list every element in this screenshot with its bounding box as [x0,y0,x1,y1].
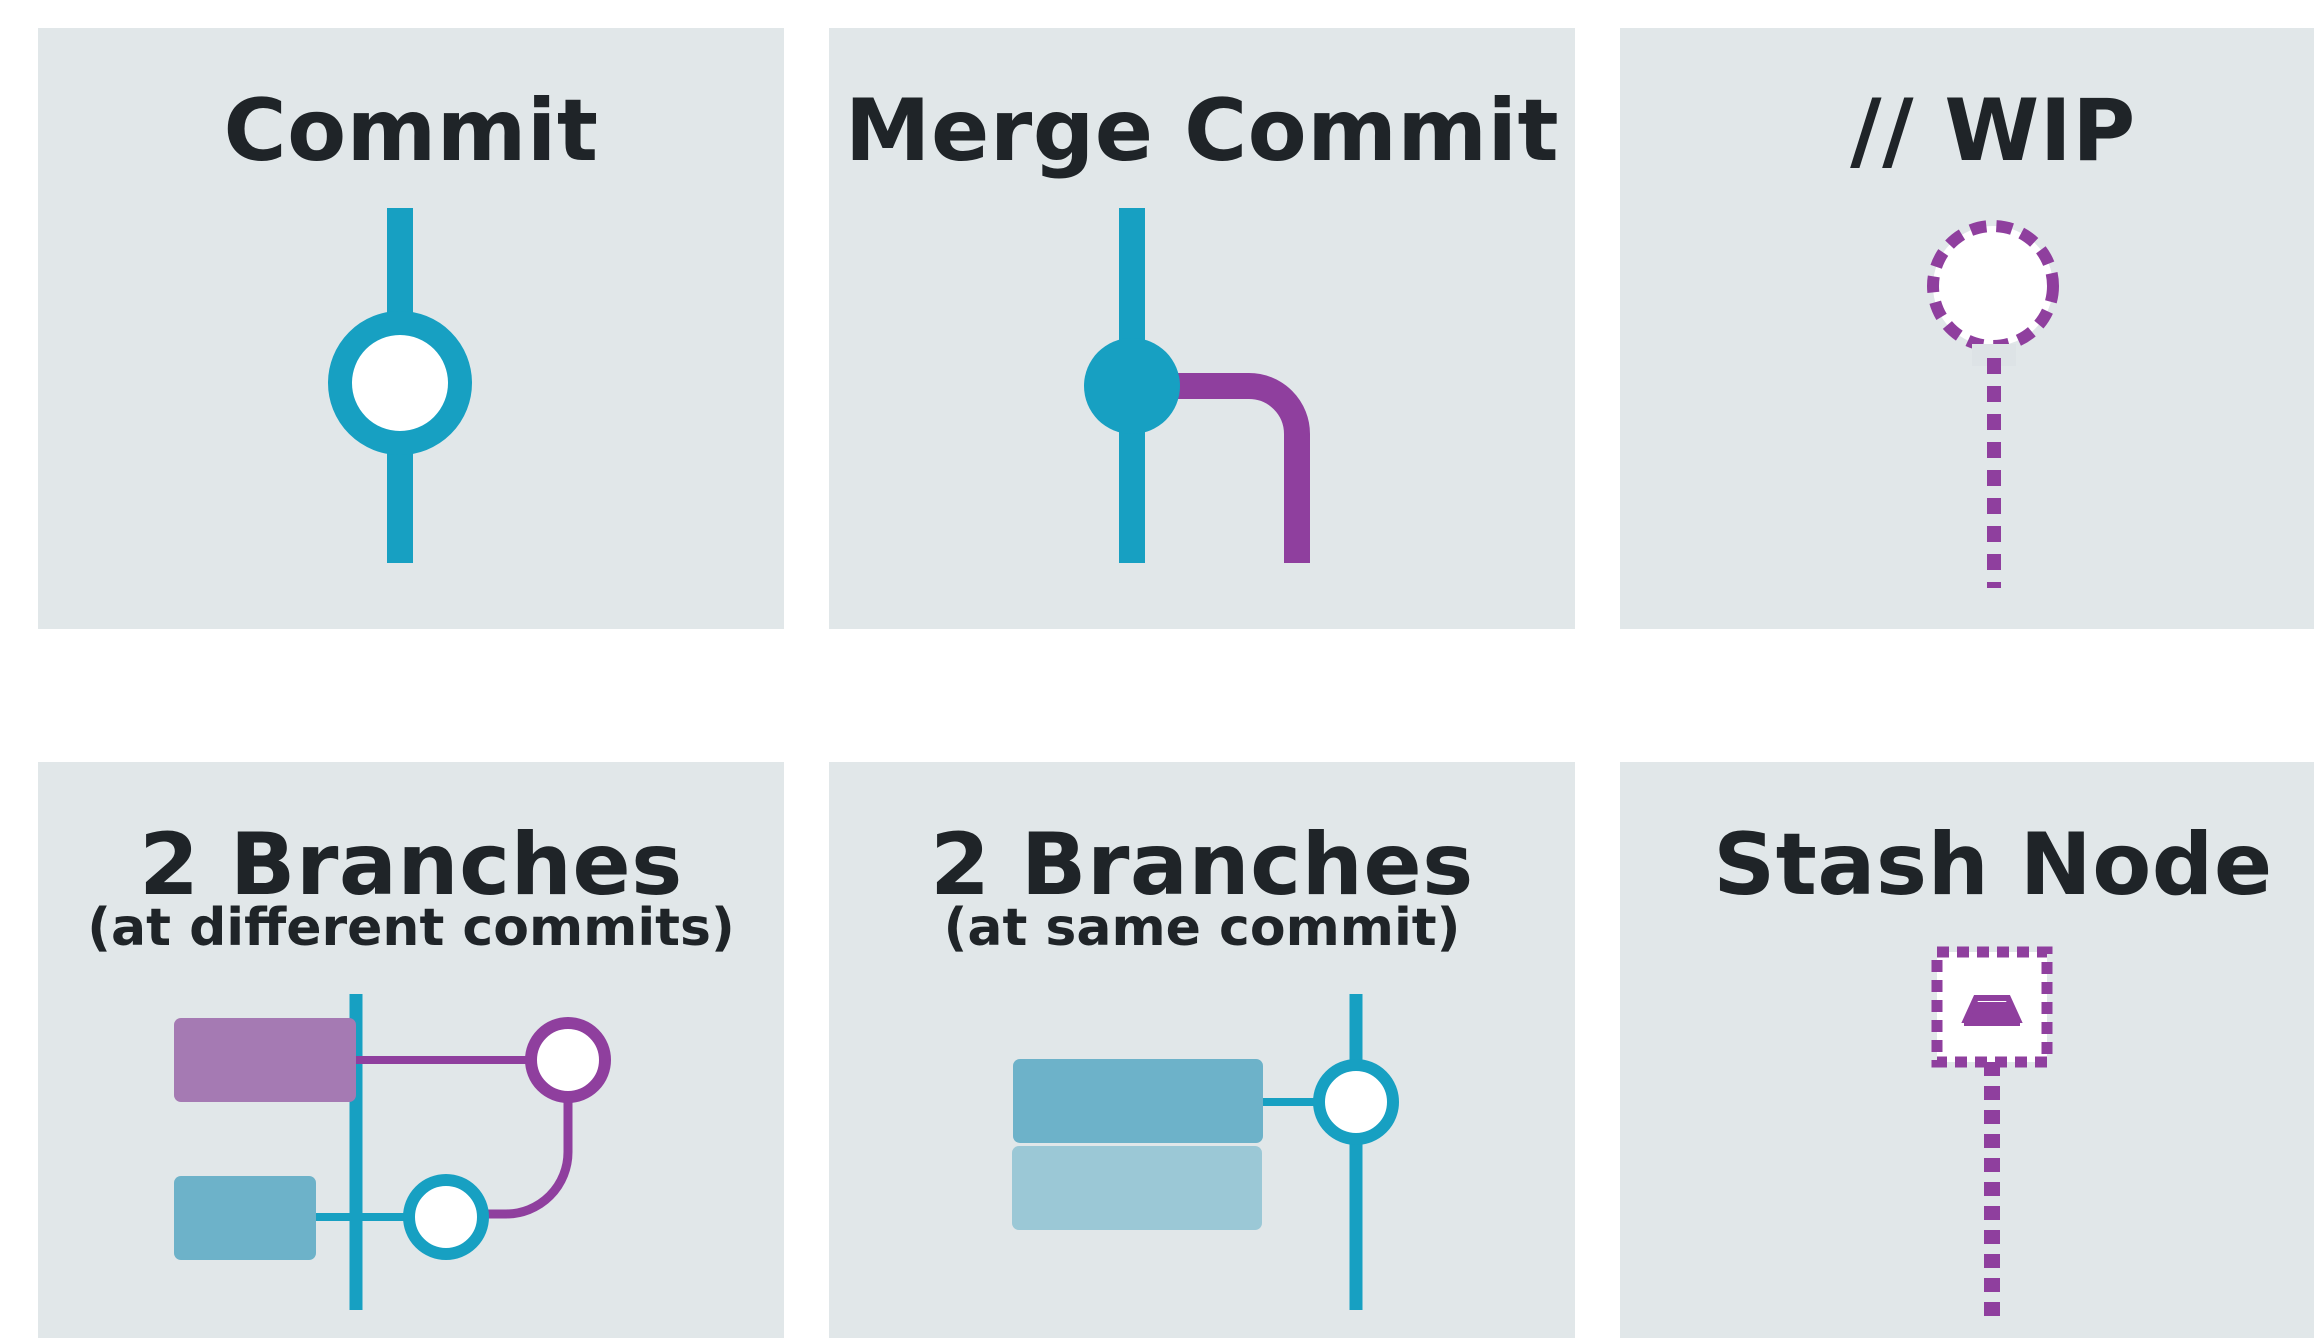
branch-label-front [1013,1059,1263,1143]
commit-title: Commit [223,81,599,181]
commit-tile: Commit [38,28,784,629]
wip-title: // WIP [1850,81,2136,181]
merge-commit-icon [1084,208,1310,563]
commit-node-icon [328,208,472,563]
branches-different-subtitle: (at different commits) [87,898,735,958]
branches-same-tile: 2 Branches (at same commit) [829,762,1575,1338]
branches-different-title: 2 Branches [139,815,683,915]
merge-commit-tile: Merge Commit [829,28,1575,629]
branches-same-title: 2 Branches [930,815,1474,915]
wip-tile: // WIP [1620,28,2314,629]
branches-same-icon [1012,994,1399,1310]
branch-label-purple [174,1018,356,1102]
branches-same-subtitle: (at same commit) [943,898,1461,958]
branches-different-tile: 2 Branches (at different commits) [38,762,784,1338]
stash-node-title: Stash Node [1713,815,2273,915]
branch-label-teal [174,1176,316,1260]
stash-node-tile: Stash Node [1620,762,2314,1338]
stash-node-icon [1931,946,2053,1318]
merge-commit-title: Merge Commit [844,81,1560,181]
branches-different-icon [174,994,611,1310]
wip-node-icon [1927,220,2059,588]
branch-label-back [1012,1146,1262,1230]
